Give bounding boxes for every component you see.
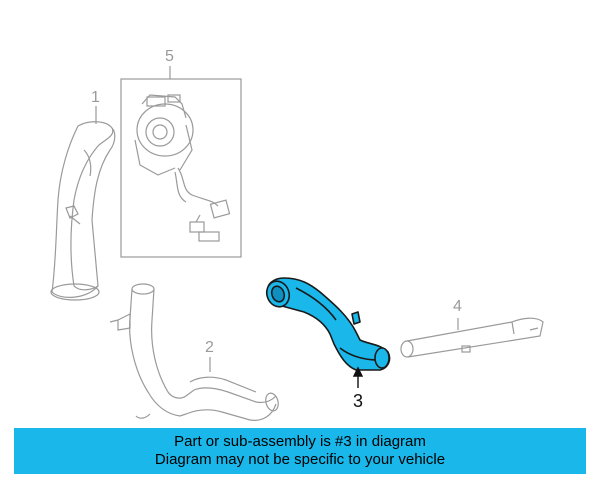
highlighted-duct-icon	[265, 277, 391, 371]
curved-tube-assembly-icon	[109, 283, 279, 421]
banner-line-2: Diagram may not be specific to your vehi…	[154, 451, 446, 468]
clock-spring-harness-icon	[120, 66, 242, 258]
air-intake-duct-icon	[50, 106, 116, 301]
callout-part-2: 2	[205, 339, 214, 356]
callout-part-3: 3	[353, 391, 364, 411]
banner-line-1: Part or sub-assembly is #3 in diagram	[174, 433, 426, 450]
info-banner: Part or sub-assembly is #3 in diagram Di…	[14, 428, 586, 474]
callout-part-4: 4	[453, 298, 462, 315]
callout-part-1: 1	[91, 89, 100, 106]
info-banner-bg	[14, 428, 586, 474]
straight-pipe-icon	[400, 317, 544, 358]
callout-part-5: 5	[165, 48, 174, 65]
part3-leader	[352, 366, 364, 388]
